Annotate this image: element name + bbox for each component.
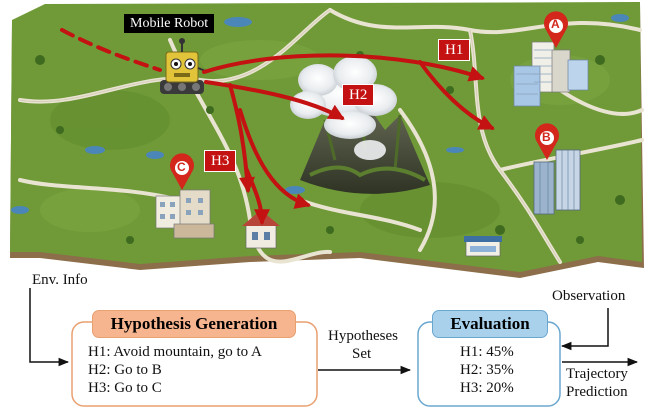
observation-arrow xyxy=(560,308,609,351)
past-trajectory xyxy=(60,28,162,72)
hypothesis-generation-title: Hypothesis Generation xyxy=(92,310,296,338)
cloud xyxy=(290,56,397,160)
tag-h3: H3 xyxy=(204,150,237,172)
trajectory-h1-a xyxy=(202,53,486,82)
pin-c xyxy=(170,153,194,190)
pin-c-label: C xyxy=(177,160,186,174)
pin-b xyxy=(535,123,559,160)
ponds xyxy=(11,14,629,214)
trajectory-prediction-label-line2: Prediction xyxy=(566,384,628,400)
env-info-arrow xyxy=(29,288,70,367)
trajectory-h1-b xyxy=(418,60,495,130)
trajectory-h3-a xyxy=(228,83,256,194)
hypothesis-item-3: H3: Go to C xyxy=(88,380,162,396)
hypotheses-set-label-line1: Hypotheses xyxy=(328,328,398,344)
pin-b-label: B xyxy=(542,130,551,144)
hypothesis-item-2: H2: Go to B xyxy=(88,362,162,378)
evaluation-title: Evaluation xyxy=(432,310,548,338)
small-house xyxy=(242,210,280,249)
pin-a-label: A xyxy=(551,17,560,31)
evaluation-item-3: H3: 20% xyxy=(460,380,514,396)
trajectories xyxy=(60,28,495,226)
tag-h1: H1 xyxy=(438,39,471,61)
buildings-a xyxy=(513,41,589,107)
tag-h2: H2 xyxy=(342,84,375,106)
trajectory-h3-c xyxy=(244,166,270,226)
trajectory-h2 xyxy=(204,80,345,120)
buildings-b xyxy=(533,149,581,215)
evaluation-item-2: H2: 35% xyxy=(460,362,514,378)
hypotheses-set-label-line2: Set xyxy=(352,346,372,362)
pin-a xyxy=(544,11,568,49)
flow-connectors xyxy=(29,288,639,375)
trajectory-h3-b xyxy=(238,108,312,209)
buildings-c xyxy=(155,189,215,239)
robot-icon xyxy=(160,38,209,94)
env-info-label: Env. Info xyxy=(32,272,88,288)
evaluation-item-1: H1: 45% xyxy=(460,344,514,360)
trajectory-prediction-label-line1: Trajectory xyxy=(566,366,628,382)
robot-label: Mobile Robot xyxy=(124,14,215,33)
observation-label: Observation xyxy=(552,288,626,304)
shop-building xyxy=(464,236,502,257)
hypothesis-item-1: H1: Avoid mountain, go to A xyxy=(88,344,262,360)
